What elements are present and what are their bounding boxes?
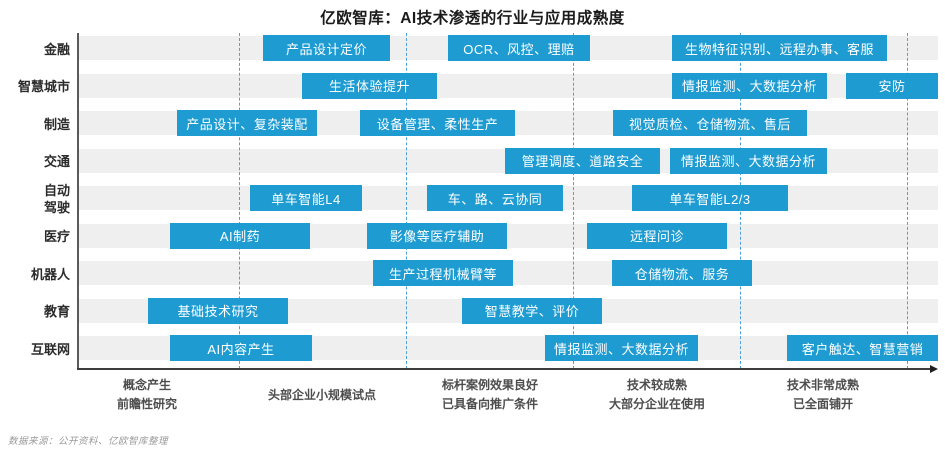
axis-arrow-icon: [930, 364, 938, 373]
maturity-box: 管理调度、道路安全: [505, 147, 660, 174]
industry-label: 互联网: [30, 341, 70, 357]
x-axis-line: [77, 368, 931, 370]
maturity-box: 生产过程机械臂等: [373, 260, 513, 286]
maturity-box: 情报监测、大数据分析: [545, 335, 698, 361]
stage-label: 技术非常成熟 已全面铺开: [786, 378, 859, 411]
maturity-box: 单车智能L2/3: [632, 185, 788, 211]
stage-label: 标杆案例效果良好 已具备向推广条件: [441, 378, 538, 411]
industry-label: 交通: [43, 154, 70, 169]
industry-label: 制造: [43, 116, 70, 132]
stage-label: 技术较成熟 大部分企业在使用: [608, 378, 705, 411]
maturity-box: 生物特征识别、远程办事、客服: [672, 35, 887, 61]
maturity-box: 设备管理、柔性生产: [360, 110, 515, 136]
stage-label: 头部企业小规模试点: [267, 387, 376, 402]
maturity-box: 视觉质检、仓储物流、售后: [613, 110, 807, 136]
industry-label: 教育: [43, 304, 70, 319]
maturity-box: AI内容产生: [170, 335, 312, 361]
maturity-box: 产品设计、复杂装配: [177, 110, 317, 136]
footer-source-note: 数据来源：公开资料、亿欧智库整理: [8, 436, 169, 447]
maturity-box: 车、路、云协同: [427, 185, 563, 211]
stage-dashed-line: [405, 33, 407, 369]
maturity-box: 仓储物流、服务: [612, 260, 752, 286]
maturity-box: 基础技术研究: [148, 297, 288, 324]
maturity-box: AI制药: [170, 222, 310, 249]
maturity-box: 情报监测、大数据分析: [672, 72, 827, 99]
industry-label: 智慧城市: [17, 79, 70, 94]
maturity-box: 智慧教学、评价: [462, 297, 602, 324]
industry-label: 医疗: [43, 229, 70, 244]
maturity-box: 客户触达、智慧营销: [787, 335, 938, 361]
maturity-box: 生活体验提升: [302, 72, 437, 99]
maturity-box: 远程问诊: [587, 222, 727, 249]
maturity-box: 影像等医疗辅助: [367, 222, 507, 249]
stage-dashed-line: [906, 33, 908, 369]
stage-dashed-line: [572, 33, 574, 369]
industry-label: 金融: [43, 41, 70, 57]
industry-label: 自动 驾驶: [43, 183, 70, 215]
maturity-box: 安防: [846, 72, 938, 99]
maturity-box: 情报监测、大数据分析: [670, 147, 827, 174]
maturity-box: OCR、风控、理赔: [448, 35, 590, 61]
stage-label: 概念产生 前瞻性研究: [116, 378, 177, 411]
industry-label: 机器人: [30, 266, 70, 282]
y-axis-line: [77, 33, 79, 369]
maturity-box: 产品设计定价: [263, 35, 390, 61]
maturity-box: 单车智能L4: [250, 185, 362, 211]
stage-dashed-line: [239, 33, 240, 369]
page-title: 亿欧智库：AI技术渗透的行业与应用成熟度: [320, 10, 625, 27]
